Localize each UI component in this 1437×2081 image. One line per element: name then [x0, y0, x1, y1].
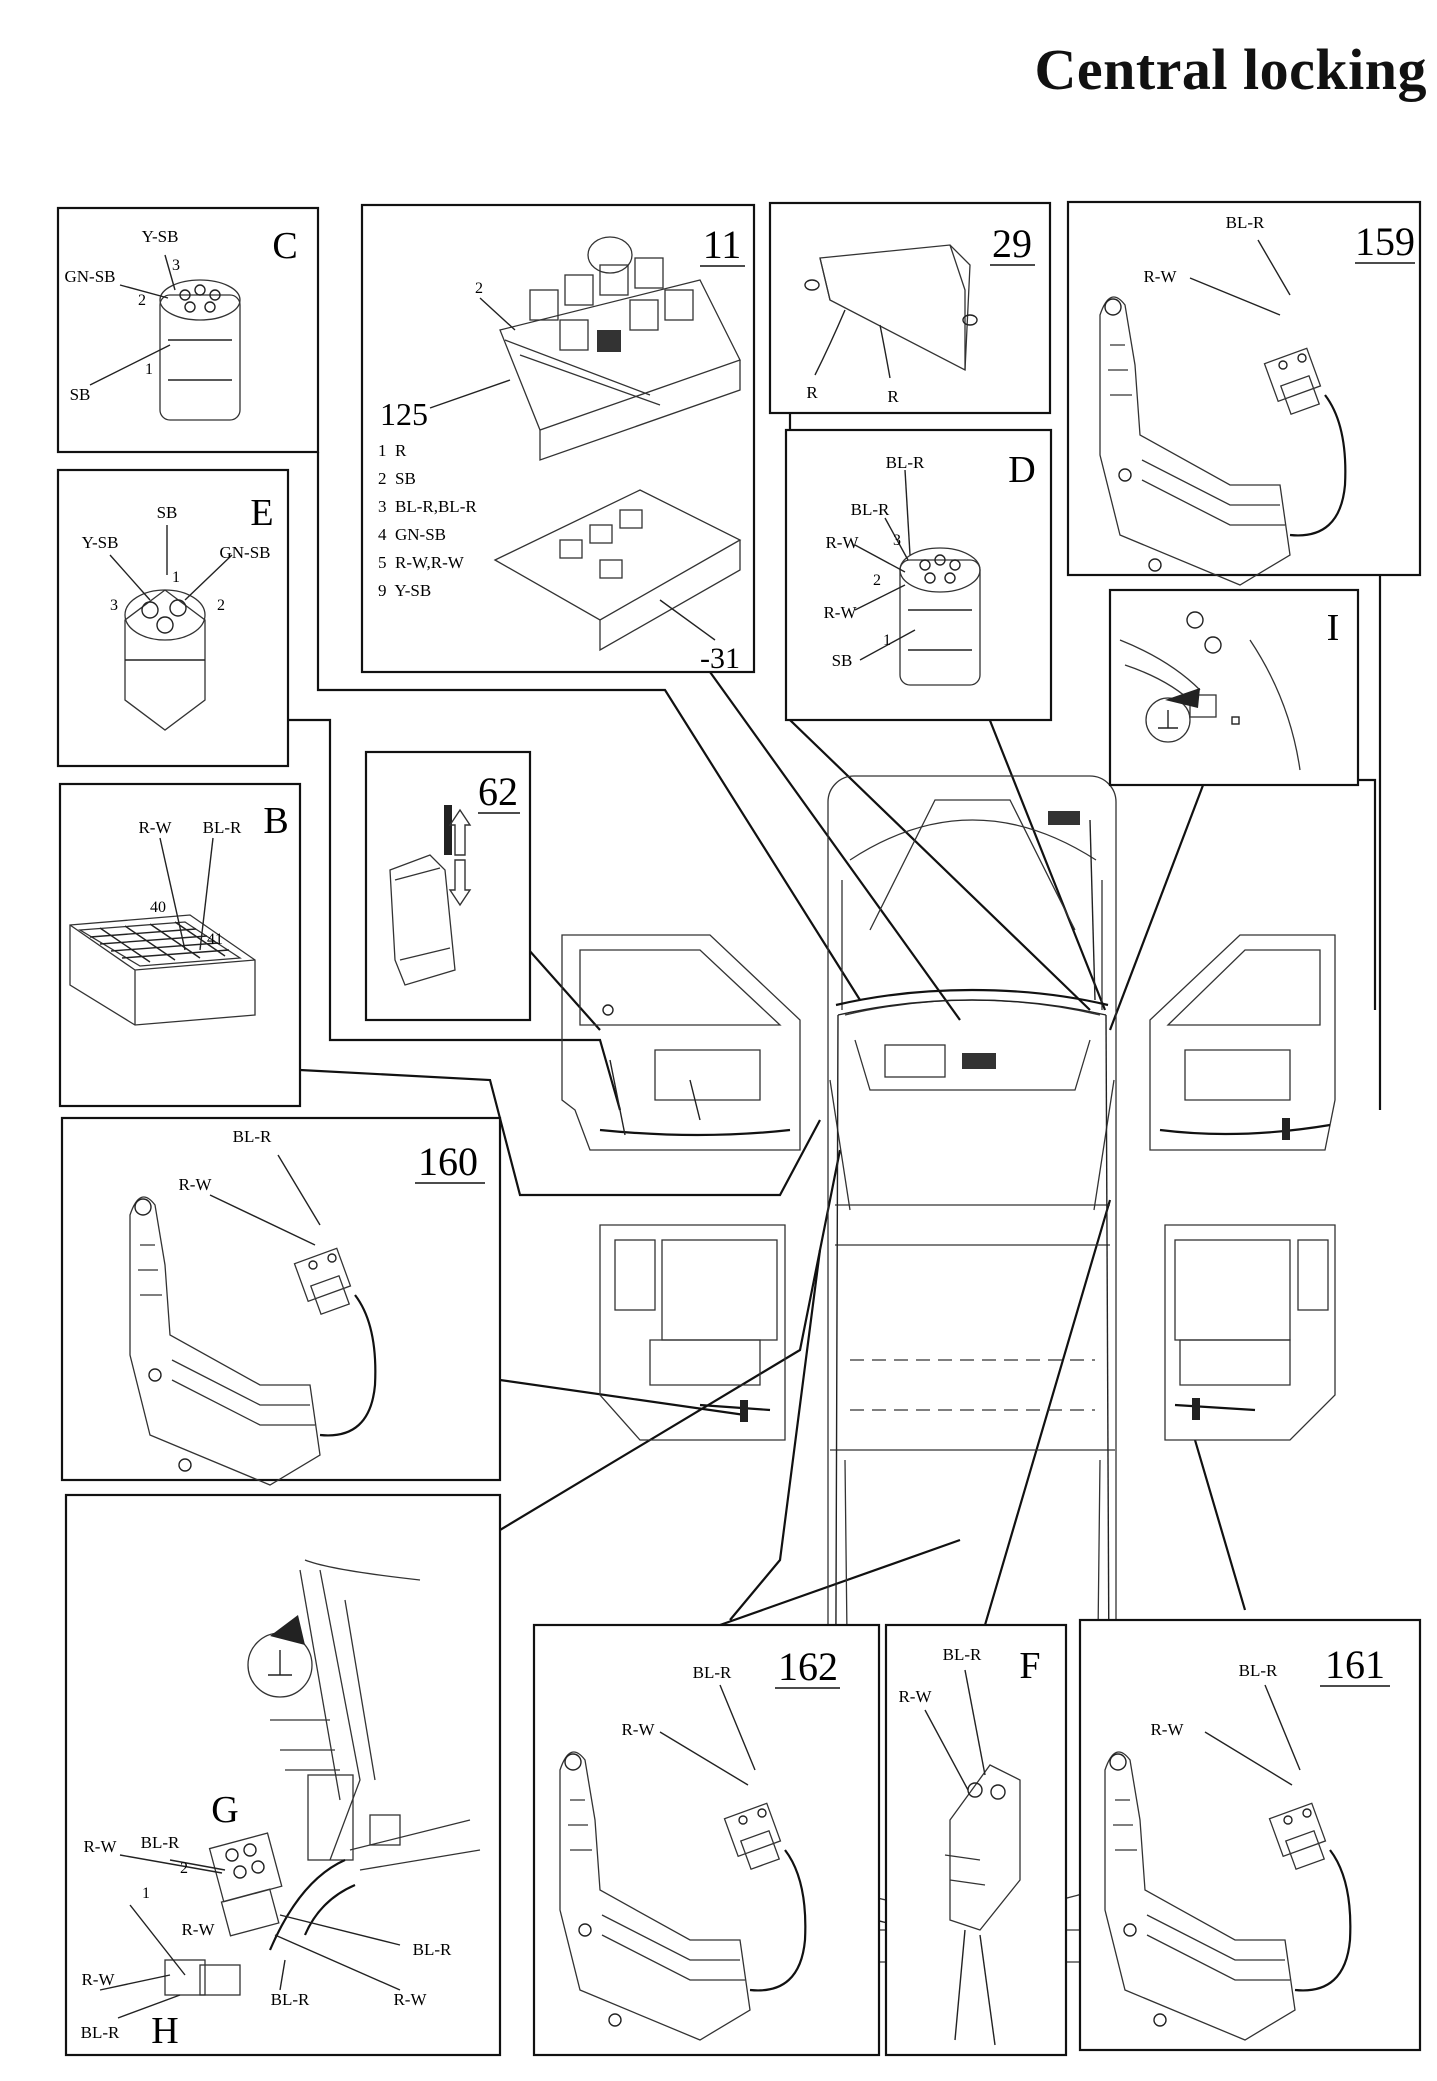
panel-f: F BL-R R-W — [884, 1623, 1068, 2057]
panel-62-id: 62 — [478, 769, 518, 814]
ref-label: 125 — [380, 396, 428, 432]
wire-label: SB — [70, 385, 91, 404]
wire-label: BL-R — [233, 1127, 272, 1146]
panel-c: C Y-SB GN-SB SB 3 2 1 — [56, 206, 320, 454]
panel-d-id: D — [1008, 449, 1035, 491]
door-rear-right — [1164, 1224, 1336, 1441]
pin-label: 2 — [180, 1860, 188, 1877]
pin-list-item: 3 BL-R,BL-R — [378, 497, 477, 516]
wire-label: R-W — [178, 1175, 212, 1194]
wire-label: R — [806, 383, 818, 402]
panel-159-id: 159 — [1355, 219, 1415, 264]
panel-159: 159 BL-R R-W — [1066, 200, 1422, 587]
wire-label: R-W — [898, 1687, 932, 1706]
wire-label: R-W — [1143, 267, 1177, 286]
wire-label: GN-SB — [219, 543, 270, 562]
panel-d: D BL-R BL-R R-W R-W SB 3 2 1 — [784, 428, 1053, 722]
pin-label: 1 — [883, 632, 891, 649]
pin-label: 3 — [893, 532, 901, 549]
pin-list-item: 9 Y-SB — [378, 581, 431, 600]
wire-label: BL-R — [1239, 1661, 1278, 1680]
wire-label: BL-R — [141, 1833, 180, 1852]
pin-label: 2 — [217, 597, 225, 614]
door-front-left — [561, 934, 801, 1151]
panel-g-id: G — [211, 1789, 238, 1831]
panel-i: I — [1108, 588, 1360, 787]
panel-c-id: C — [272, 225, 297, 267]
panel-160: 160 BL-R R-W — [60, 1116, 502, 1487]
panel-29-id: 29 — [992, 221, 1032, 266]
wire-label: BL-R — [81, 2023, 120, 2042]
pin-label: 41 — [207, 931, 223, 948]
panel-e-id: E — [250, 492, 273, 534]
wire-label: SB — [832, 651, 853, 670]
wire-label: R — [887, 387, 899, 406]
pin-label: 40 — [150, 899, 166, 916]
pin-list-item: 4 GN-SB — [378, 525, 446, 544]
wire-label: BL-R — [1226, 213, 1265, 232]
wire-label: R-W — [621, 1720, 655, 1739]
pin-label: 2 — [138, 292, 146, 309]
wire-label: BL-R — [851, 500, 890, 519]
ref-label: -31 — [700, 642, 740, 675]
panel-f-id: F — [1019, 1645, 1040, 1687]
panel-162-id: 162 — [778, 1644, 838, 1689]
wire-label: R-W — [1150, 1720, 1184, 1739]
panel-162: 162 BL-R R-W — [532, 1623, 881, 2057]
panel-11: 11 2 125 -31 1 R 2 SB 3 BL-R,BL-R 4 GN-S… — [360, 203, 756, 675]
panel-11-id: 11 — [703, 222, 742, 267]
pin-label: 1 — [172, 569, 180, 586]
pin-label: 3 — [110, 597, 118, 614]
wire-label: BL-R — [886, 453, 925, 472]
panel-h-id: H — [151, 2010, 178, 2052]
panel-160-id: 160 — [418, 1139, 478, 1184]
panel-62: 62 — [364, 750, 532, 1022]
wire-label: R-W — [823, 603, 857, 622]
panel-b-id: B — [263, 800, 288, 842]
panel-i-id: I — [1327, 607, 1340, 649]
door-front-right — [1149, 934, 1336, 1151]
wire-label: R-W — [393, 1990, 427, 2009]
pin-list-item: 2 SB — [378, 469, 416, 488]
wire-label: R-W — [138, 818, 172, 837]
wire-label: GN-SB — [64, 267, 115, 286]
wire-label: R-W — [83, 1837, 117, 1856]
pin-label: 2 — [873, 572, 881, 589]
wire-label: SB — [157, 503, 178, 522]
wire-label: Y-SB — [82, 533, 119, 552]
panel-161: 161 BL-R R-W — [1078, 1618, 1422, 2052]
wire-label: BL-R — [413, 1940, 452, 1959]
pin-label: 1 — [145, 361, 153, 378]
wire-label: R-W — [81, 1970, 115, 1989]
pin-label: 1 — [142, 1885, 150, 1902]
wire-label: R-W — [825, 533, 859, 552]
panel-e: E SB Y-SB GN-SB 1 3 2 — [56, 468, 290, 768]
wire-label: BL-R — [203, 818, 242, 837]
pin-list-item: 1 R — [378, 441, 407, 460]
ref-label: 2 — [475, 280, 483, 297]
wire-label: R-W — [181, 1920, 215, 1939]
panel-29: 29 R R — [768, 201, 1052, 415]
page-title: Central locking — [1034, 37, 1427, 102]
panel-161-id: 161 — [1325, 1642, 1385, 1687]
wire-label: BL-R — [271, 1990, 310, 2009]
wire-label: BL-R — [693, 1663, 732, 1682]
panel-gh: G R-W BL-R R-W BL-R R-W 2 1 R-W BL-R BL-… — [64, 1493, 502, 2057]
pin-list-item: 5 R-W,R-W — [378, 553, 465, 572]
wire-label: Y-SB — [142, 227, 179, 246]
pin-label: 3 — [172, 257, 180, 274]
panel-b: B R-W BL-R 40 41 — [58, 782, 302, 1108]
wire-label: BL-R — [943, 1645, 982, 1664]
door-rear-left — [599, 1224, 786, 1441]
